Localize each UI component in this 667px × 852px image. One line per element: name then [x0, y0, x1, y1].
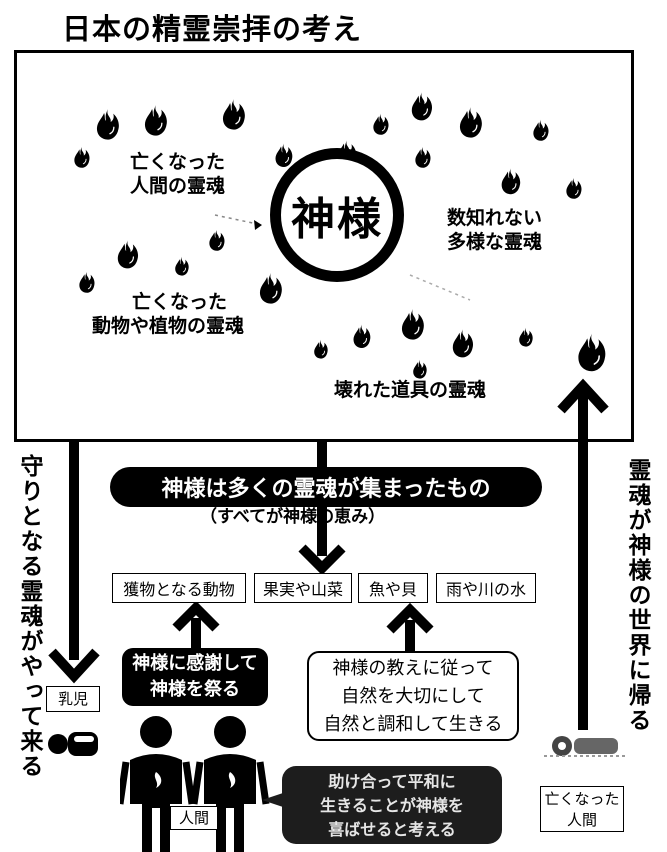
human-spirits-label: 亡くなった 人間の霊魂 [130, 151, 226, 197]
gift-fruit-herbs: 果実や山菜 [254, 573, 352, 603]
down-arrow-left-head [48, 648, 100, 684]
infant-label: 乳児 [46, 686, 100, 712]
gift-fish-shellfish: 魚や貝 [358, 573, 428, 603]
baby-icon [48, 732, 98, 756]
worship-box: 神様に感謝して 神様を祭る [122, 648, 268, 706]
gift-rain-river: 雨や川の水 [436, 573, 536, 603]
down-arrow-center-head [298, 544, 346, 576]
gift-game-animals: 獲物となる動物 [112, 573, 246, 603]
left-vertical-caption: 守りとなる霊魂がやって来る [16, 454, 42, 779]
lying-person-icon [544, 736, 628, 757]
up-arrow-worship-head [172, 600, 220, 632]
sub-statement: （すべてが神様の恵み） [200, 507, 386, 527]
broken-tool-spirits-label: 壊れた道具の霊魂 [334, 379, 487, 401]
deceased-label: 亡くなった 人間 [540, 786, 624, 832]
human-label: 人間 [170, 806, 218, 830]
kami-circle: 神様 [270, 148, 404, 282]
page-title: 日本の精霊崇拝の考え [62, 12, 363, 46]
up-arrow-teaching-head [386, 602, 434, 634]
animal-plant-spirits-label: 亡くなった 動物や植物の霊魂 [92, 291, 245, 337]
up-arrow-right-head [557, 378, 609, 414]
person-icon [190, 716, 270, 852]
people-icon [120, 716, 270, 852]
kami-label: 神様 [291, 194, 383, 245]
bubble-tail [262, 792, 286, 808]
main-statement: 神様は多くの霊魂が集まったもの [110, 467, 542, 507]
cooperation-bubble: 助け合って平和に 生きることが神様を 喜ばせると考える [282, 766, 502, 844]
countless-spirits-label: 数知れない 多様な霊魂 [447, 207, 543, 253]
teaching-box: 神様の教えに従って 自然を大切にして 自然と調和して生きる [307, 651, 519, 741]
person-icon [120, 716, 196, 852]
right-vertical-caption: 霊魂が神様の世界に帰る [624, 458, 650, 733]
